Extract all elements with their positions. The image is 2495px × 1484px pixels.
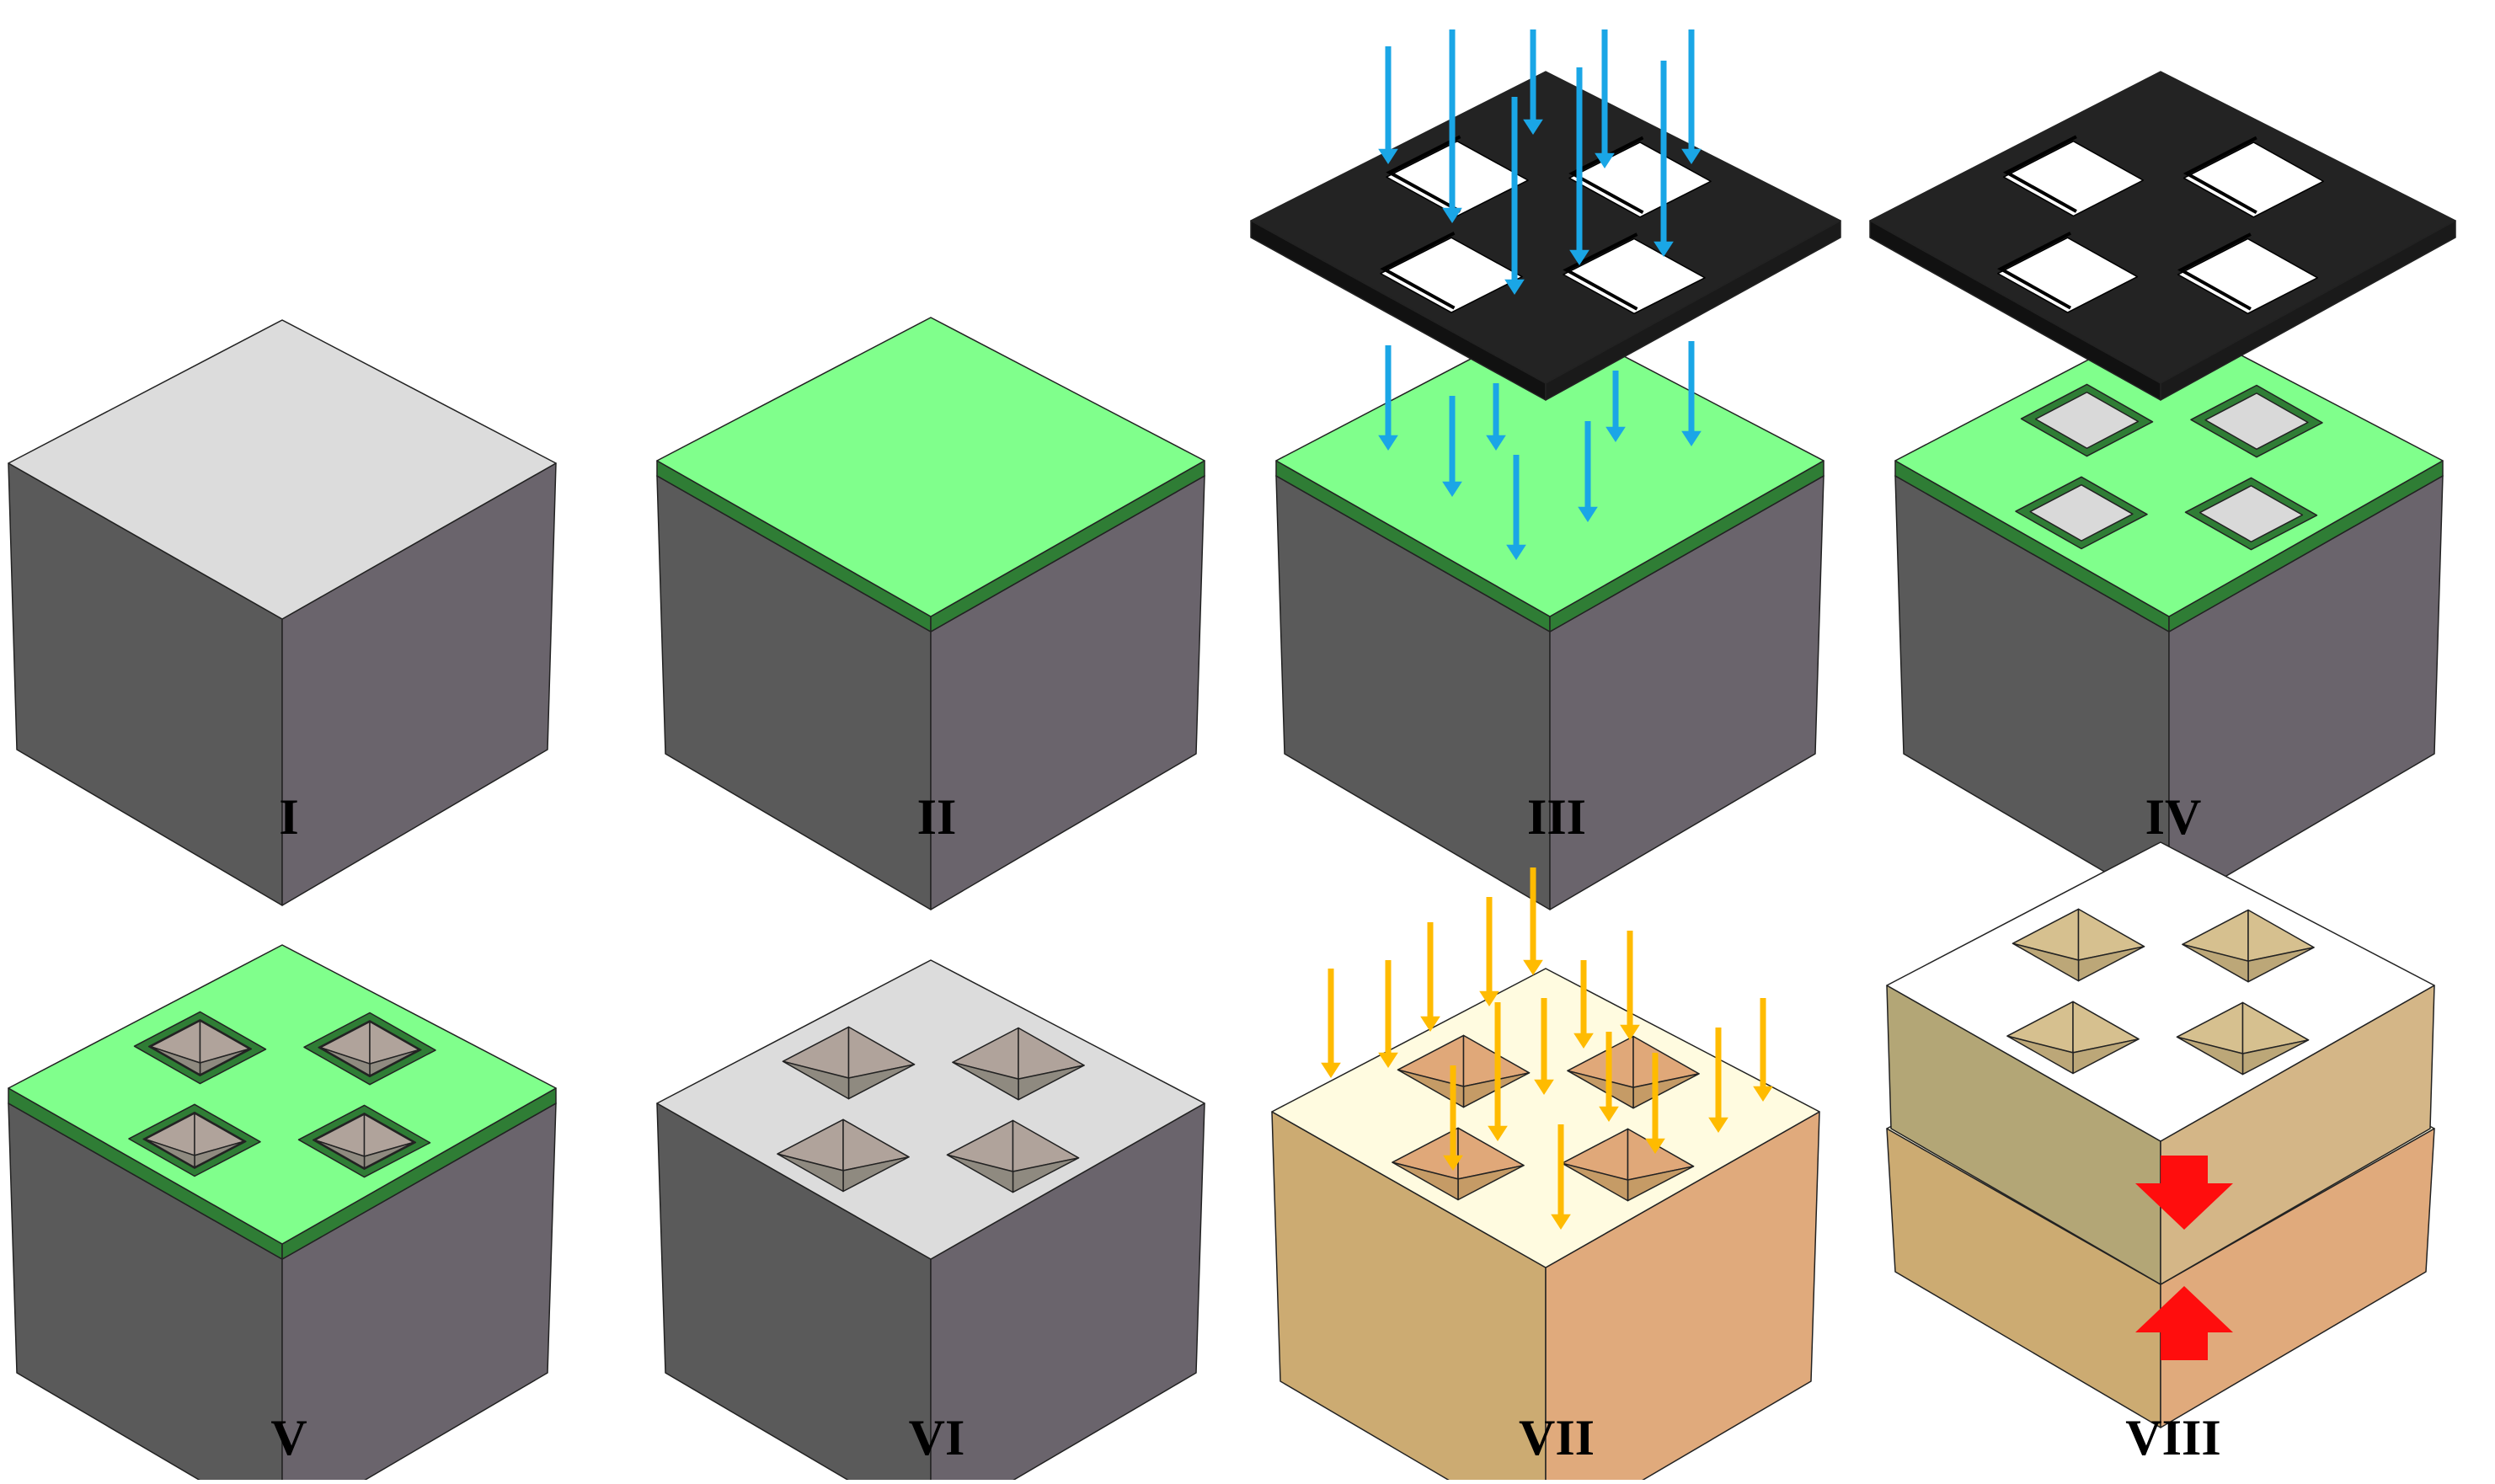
step-label-6: VI xyxy=(908,1410,965,1465)
deposit-arrow-1-head xyxy=(1321,1062,1341,1078)
uv-arrow-upper-1-head xyxy=(1378,148,1398,164)
uv-arrow-lower-7-head xyxy=(1578,506,1598,522)
block-step-3 xyxy=(1250,71,1841,910)
deposit-arrow-4-head xyxy=(1479,990,1499,1006)
step-label-3: III xyxy=(1526,789,1587,845)
uv-arrow-lower-4-head xyxy=(1605,426,1626,442)
uv-arrow-upper-5-head xyxy=(1681,148,1702,164)
process-arrows xyxy=(1321,29,2233,1360)
block-step-6 xyxy=(656,959,1205,1484)
mask-3-window-edge-3 xyxy=(1563,232,1638,311)
resist-5-layer-top xyxy=(8,944,557,1245)
deposit-arrow-7-head xyxy=(1620,1024,1640,1040)
block-step-7 xyxy=(1271,968,1820,1484)
uv-arrow-upper-7-head xyxy=(1569,249,1589,265)
substrate-6-top-face xyxy=(656,959,1205,1260)
step-label-1: I xyxy=(279,789,299,845)
deposit-arrow-13-head xyxy=(1708,1117,1728,1133)
resist-window-4-4-floor xyxy=(2029,483,2134,542)
block-step-8 xyxy=(1886,841,2435,1428)
resist-window-4-1-floor xyxy=(2204,392,2309,451)
resist-window-4-3-floor xyxy=(2198,485,2304,542)
mask-4-window-edge-4 xyxy=(1997,231,2072,310)
uv-arrow-upper-6-head xyxy=(1504,279,1525,295)
uv-arrow-lower-2-head xyxy=(1442,481,1462,497)
mask-4-window-3 xyxy=(2177,238,2319,315)
uv-arrow-upper-8-head xyxy=(1654,241,1674,257)
mask-4-plate xyxy=(1869,71,2456,384)
mask-4-window-2 xyxy=(2002,140,2145,217)
uv-arrow-lower-1-head xyxy=(1378,435,1398,451)
uv-arrow-upper-4-head xyxy=(1595,152,1615,168)
mask-4-window-edge-1 xyxy=(2182,136,2257,215)
step-label-5: V xyxy=(270,1410,307,1465)
step-label-7: VII xyxy=(1518,1410,1595,1465)
deposit-arrow-10-head xyxy=(1534,1079,1554,1095)
resist-4-layer-top xyxy=(1894,317,2444,617)
pit-5-3-facet-d xyxy=(314,1139,366,1169)
deposit-arrow-6-head xyxy=(1573,1033,1594,1049)
pit-6-3-facet-d xyxy=(946,1154,1014,1193)
pit-7-1-facet-d xyxy=(1567,1070,1634,1109)
pit-5-2-facet-d xyxy=(150,1045,201,1076)
deposit-arrow-12-head xyxy=(1645,1138,1665,1154)
uv-arrow-lower-5-head xyxy=(1681,430,1702,446)
mask-3-window-edge-2 xyxy=(1386,135,1461,213)
mask-4-window-1 xyxy=(2182,141,2324,218)
pit-8-4-facet-d xyxy=(2006,1035,2074,1075)
pit-7-4-facet-d xyxy=(1392,1161,1459,1201)
deposit-arrow-3-head xyxy=(1420,1016,1440,1032)
pit-8-2-facet-d xyxy=(2011,942,2080,982)
pit-7-3-facet-d xyxy=(1561,1162,1629,1202)
deposit-arrow-5-head xyxy=(1523,959,1543,975)
mask-4-window-4 xyxy=(1997,237,2139,313)
resist-3-layer-top xyxy=(1275,317,1825,617)
mask-3-plate xyxy=(1250,71,1841,384)
block-step-1 xyxy=(8,319,557,906)
resist-window-4-2-floor xyxy=(2034,392,2140,449)
pit-6-1-facet-d xyxy=(952,1061,1019,1101)
pit-6-4-facet-d xyxy=(777,1153,844,1193)
resist-2-layer-top xyxy=(656,317,1205,617)
pit-5-1-facet-d xyxy=(319,1047,371,1076)
block-step-2 xyxy=(656,317,1205,910)
mask-3-window-edge-4 xyxy=(1380,231,1456,310)
mask-3-window-edge-1 xyxy=(1568,136,1644,215)
upper-block-8-top xyxy=(1886,841,2435,1142)
mask-3-window-4 xyxy=(1380,237,1523,313)
uv-arrow-upper-3-head xyxy=(1523,119,1543,135)
mask-4-window-edge-2 xyxy=(2002,135,2077,213)
mask-3-window-2 xyxy=(1386,140,1529,217)
pit-8-1-facet-d xyxy=(2182,943,2249,983)
block-step-4 xyxy=(1869,71,2456,910)
press-arrow-up xyxy=(2135,1286,2233,1360)
uv-arrow-lower-6-head xyxy=(1506,544,1526,560)
step-label-8: VIII xyxy=(2125,1410,2221,1465)
deposit-arrow-14-head xyxy=(1753,1086,1773,1102)
pit-8-3-facet-d xyxy=(2176,1036,2244,1076)
pit-7-2-facet-d xyxy=(1397,1069,1465,1108)
press-arrow-down xyxy=(2135,1156,2233,1230)
block-step-5 xyxy=(8,944,557,1484)
process-blocks xyxy=(8,71,2456,1484)
polymer-7-top-face xyxy=(1271,968,1820,1268)
deposit-arrow-8-head xyxy=(1443,1155,1463,1171)
substrate-1-top-face xyxy=(8,319,557,620)
mask-4-window-edge-3 xyxy=(2177,232,2252,311)
step-label-2: II xyxy=(916,789,957,845)
step-label-4: IV xyxy=(2145,789,2202,845)
uv-arrow-lower-3-head xyxy=(1486,435,1506,451)
uv-arrow-upper-2-head xyxy=(1442,207,1462,223)
deposit-arrow-11-head xyxy=(1599,1106,1619,1122)
deposit-arrow-2-head xyxy=(1378,1052,1398,1068)
mask-3-window-3 xyxy=(1563,238,1706,315)
pit-6-2-facet-d xyxy=(782,1060,850,1100)
deposit-arrow-15-head xyxy=(1551,1214,1571,1230)
deposit-arrow-9-head xyxy=(1488,1125,1508,1141)
pit-5-4-facet-d xyxy=(144,1138,195,1168)
